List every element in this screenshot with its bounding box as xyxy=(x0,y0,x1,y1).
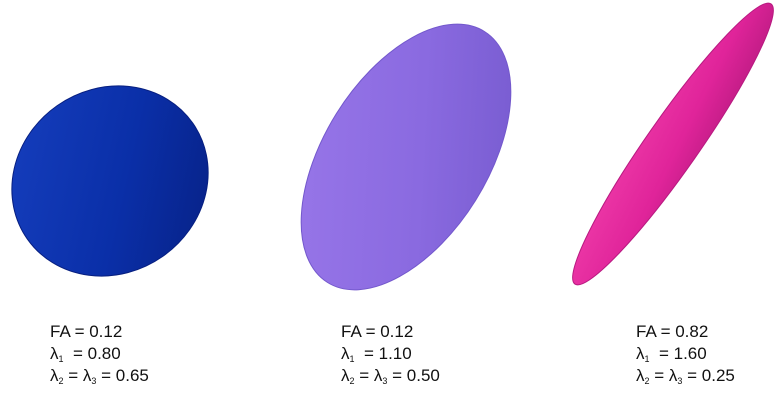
lambda23-line: λ2 = λ3 = 0.65 xyxy=(50,366,149,386)
lambda1-line: λ1 = 1.10 xyxy=(341,344,412,364)
ellipsoid-isotropic xyxy=(11,85,209,277)
fa-value: FA = 0.82 xyxy=(636,322,709,341)
caption-ellipsoid-2: FA = 0.12 λ1 = 1.10 λ2 = λ3 = 0.50 xyxy=(341,321,440,387)
fa-value: FA = 0.12 xyxy=(50,322,123,341)
ellipsoid-anisotropic xyxy=(572,2,774,286)
lambda1-line: λ1 = 1.60 xyxy=(636,344,707,364)
lambda1-line: λ1 = 0.80 xyxy=(50,344,121,364)
lambda23-line: λ2 = λ3 = 0.25 xyxy=(636,366,735,386)
ellipsoid-moderate xyxy=(300,23,512,291)
lambda23-line: λ2 = λ3 = 0.50 xyxy=(341,366,440,386)
caption-ellipsoid-1: FA = 0.12 λ1 = 0.80 λ2 = λ3 = 0.65 xyxy=(50,321,149,387)
caption-ellipsoid-3: FA = 0.82 λ1 = 1.60 λ2 = λ3 = 0.25 xyxy=(636,321,735,387)
fa-value: FA = 0.12 xyxy=(341,322,414,341)
